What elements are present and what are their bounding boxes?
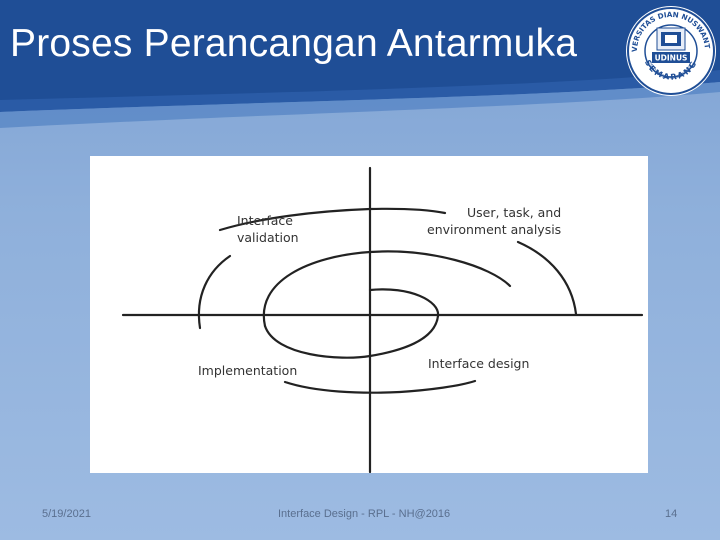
label-interface-design: Interface design [428,356,530,371]
spiral-diagram [121,166,644,473]
footer-date: 5/19/2021 [42,508,91,520]
spiral-arc-middle-left [262,250,512,328]
spiral-arc-outer-left [197,254,232,330]
label-implementation: Implementation [198,363,298,378]
spiral-arc-outer-top [218,207,447,232]
spiral-arc-outer-right [516,240,578,316]
spiral-arc-inner-top [368,288,440,318]
design-process-diagram: Interface validation User, task, and env… [90,156,648,473]
footer-page-number: 14 [665,508,678,520]
university-seal-icon: UNIVERSITAS DIAN NUSWANTORO SEMARANG FAK… [621,0,718,98]
slide-title: Proses Perancangan Antarmuka [10,22,578,65]
spiral-arc-inner-bottom [263,314,440,359]
label-user-task-analysis: User, task, and environment analysis [427,205,562,237]
footer-center-text: Interface Design - RPL - NH@2016 [278,508,451,520]
seal-badge: UDINUS [655,54,688,63]
spiral-arc-outer-bottom [283,379,477,394]
label-interface-validation: Interface validation [237,213,299,245]
header-band [0,0,720,128]
